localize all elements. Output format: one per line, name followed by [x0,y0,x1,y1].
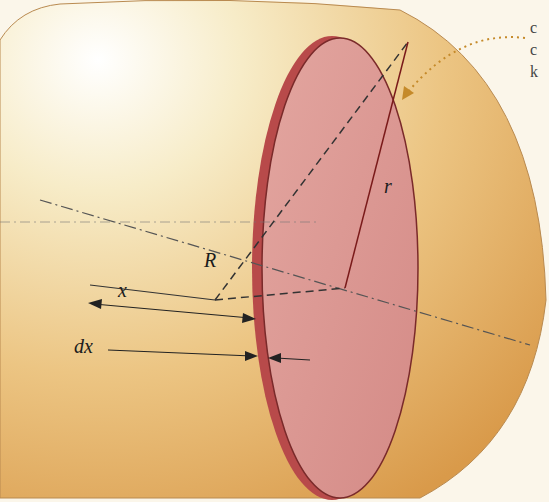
dimension-label: dx [74,336,93,356]
callout-text: k [530,64,538,80]
callout-text: c [530,42,537,58]
dimension-label: R [204,250,216,270]
dimension-label: x [118,280,127,300]
callout-text: c [530,20,537,36]
dimension-label: r [384,176,392,196]
